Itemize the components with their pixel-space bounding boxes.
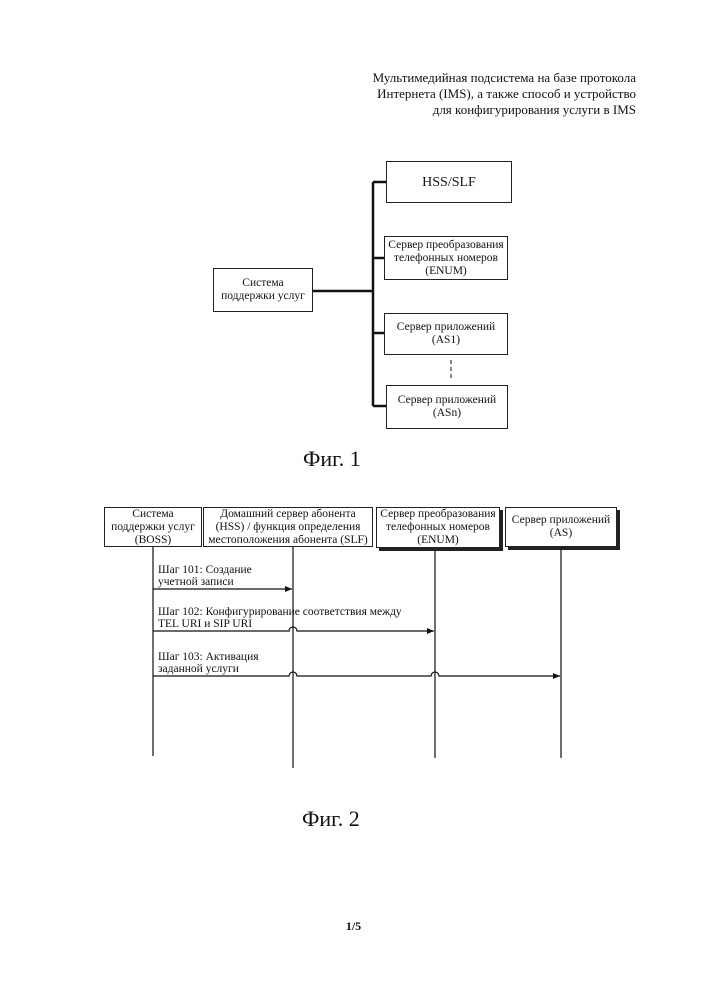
enum-server-label: Сервер преобразования телефонных номеров… <box>388 239 503 278</box>
boss-box: Система поддержки услуг (BOSS) <box>104 507 202 547</box>
step103-label: Шаг 103: Активация заданной услуги <box>158 651 259 675</box>
support-system-label: Система поддержки услуг <box>221 277 305 303</box>
boss-label: Система поддержки услуг (BOSS) <box>111 508 195 547</box>
fig2-caption: Фиг. 2 <box>302 806 360 832</box>
enum-label: Сервер преобразования телефонных номеров… <box>380 508 495 547</box>
fig1-caption: Фиг. 1 <box>303 446 361 472</box>
fig1-connectors <box>312 182 451 406</box>
step101-label: Шаг 101: Создание учетной записи <box>158 564 252 588</box>
asn-box: Сервер приложений (ASn) <box>386 385 508 429</box>
step102-label: Шаг 102: Конфигурирование соответствия м… <box>158 606 402 630</box>
asn-label: Сервер приложений (ASn) <box>398 394 496 420</box>
enum-server-box: Сервер преобразования телефонных номеров… <box>384 236 508 280</box>
page-number: 1/5 <box>0 919 707 934</box>
support-system-box: Система поддержки услуг <box>213 268 313 312</box>
as1-label: Сервер приложений (AS1) <box>397 321 495 347</box>
as1-box: Сервер приложений (AS1) <box>384 313 508 355</box>
hss-slf-label: HSS/SLF <box>422 176 476 189</box>
hss-box: Домашний сервер абонента (HSS) / функция… <box>203 507 373 547</box>
hss-slf-box: HSS/SLF <box>386 161 512 203</box>
as-label: Сервер приложений (AS) <box>512 514 610 540</box>
as-box: Сервер приложений (AS) <box>505 507 617 547</box>
hss-label: Домашний сервер абонента (HSS) / функция… <box>208 508 367 547</box>
enum-box: Сервер преобразования телефонных номеров… <box>376 507 500 548</box>
